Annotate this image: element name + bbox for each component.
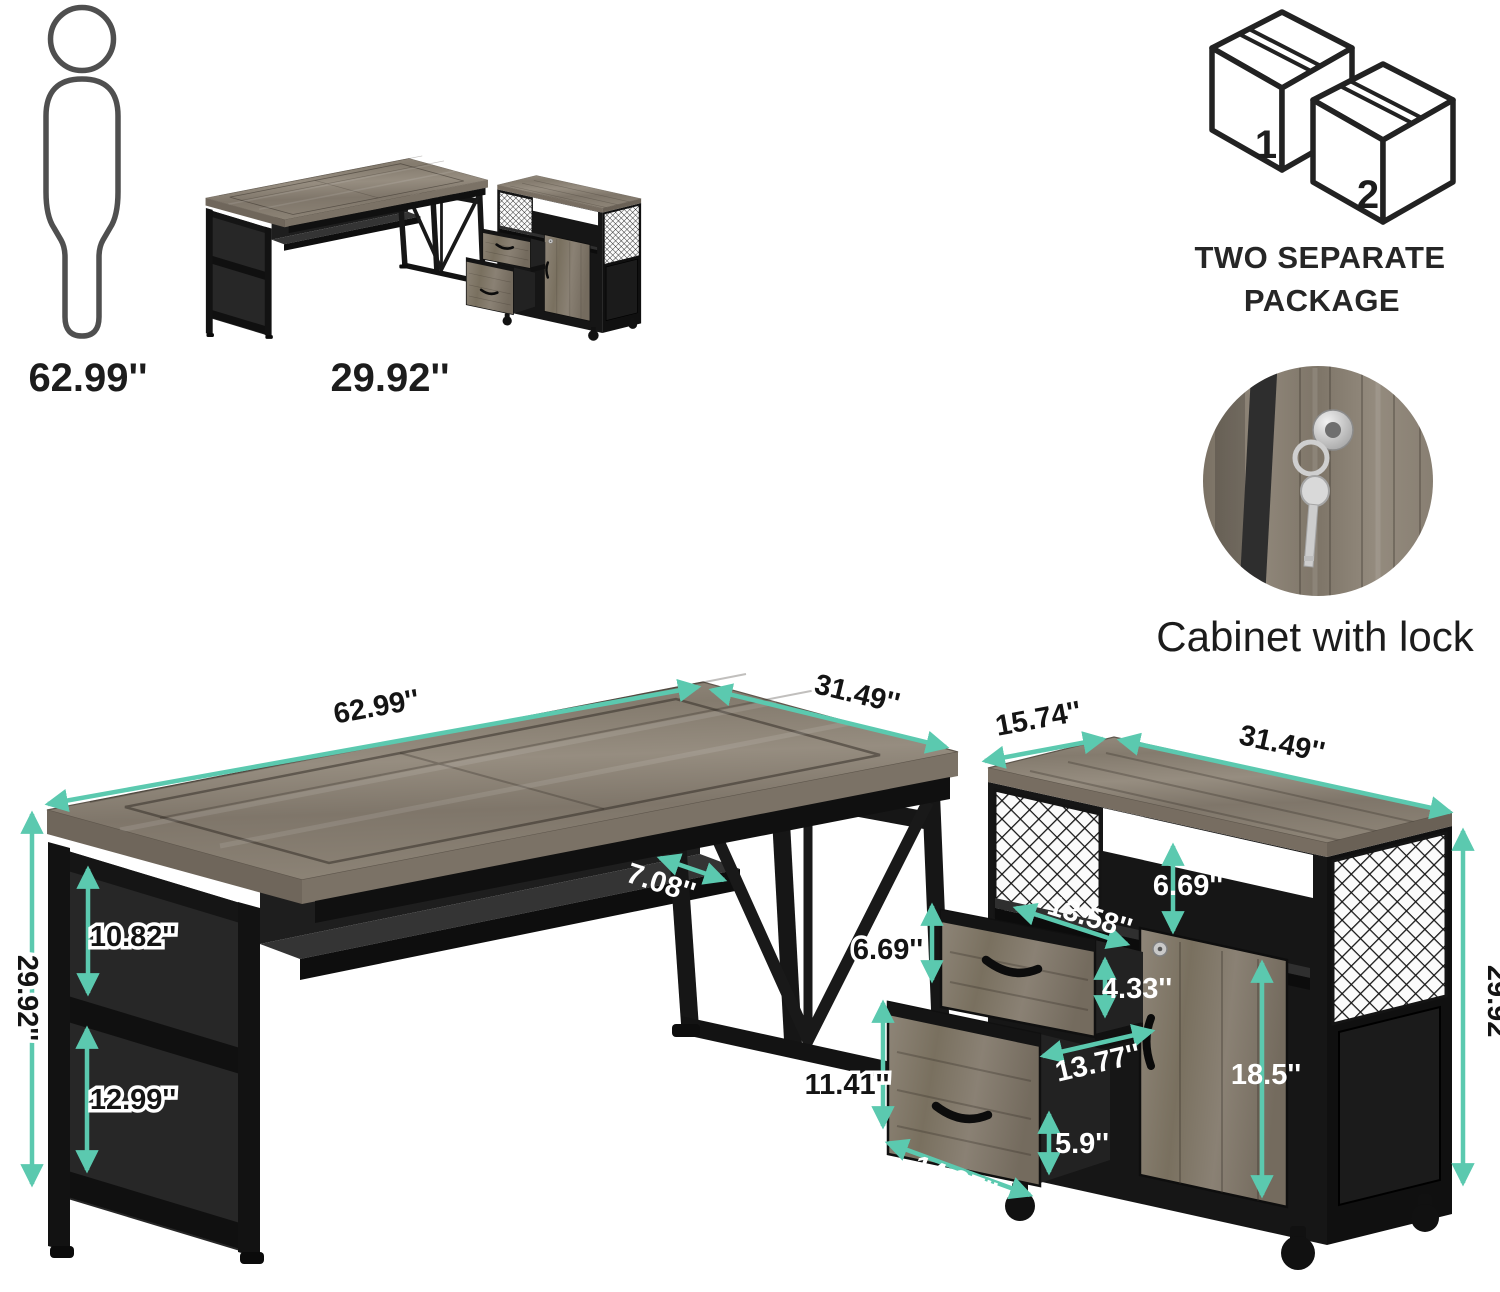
dim-cabinet-door-height: 18.5'' bbox=[1231, 1059, 1301, 1091]
dim-desk-drawer-clearance: 6.69'' bbox=[853, 934, 923, 966]
person-height-icon bbox=[43, 4, 121, 339]
dim-drawer-slide-height: 4.33'' bbox=[1102, 973, 1172, 1005]
dim-shelf-gap-lower: 12.99'' bbox=[90, 1084, 176, 1116]
set-height-label: 29.92'' bbox=[330, 356, 449, 400]
package-1-number: 1 bbox=[1255, 123, 1277, 167]
lock-feature-caption: Cabinet with lock bbox=[1156, 613, 1474, 660]
package-title-line2: PACKAGE bbox=[1244, 283, 1400, 318]
dim-shelf-gap-upper: 10.82'' bbox=[90, 921, 176, 953]
dim-file-drawer-inner-height: 5.9'' bbox=[1055, 1128, 1109, 1160]
two-packages-icon: 1 2 bbox=[1209, 9, 1456, 225]
dim-desk-length: 62.99'' bbox=[331, 684, 422, 731]
dim-desk-height: 29.92'' bbox=[11, 955, 43, 1041]
product-photo bbox=[203, 154, 643, 343]
dim-cabinet-shelf-height: 6.69'' bbox=[1153, 870, 1223, 902]
dim-desk-depth: 31.49'' bbox=[811, 668, 902, 720]
door-edge-strip bbox=[1238, 366, 1278, 596]
package-title-line1: TWO SEPARATE bbox=[1194, 240, 1445, 275]
key-icon bbox=[1292, 409, 1354, 568]
dim-cabinet-top-depth: 15.74'' bbox=[993, 696, 1084, 743]
dim-cabinet-width: 31.49'' bbox=[1236, 719, 1327, 769]
dim-file-drawer-open-height: 11.41'' bbox=[805, 1069, 890, 1101]
dimension-arrows bbox=[20, 679, 1475, 1200]
main-furniture-illustration bbox=[47, 674, 1452, 1270]
person-height-label: 62.99'' bbox=[28, 356, 147, 400]
package-box-2-icon bbox=[1310, 61, 1456, 225]
lock-detail-image bbox=[1203, 366, 1433, 596]
dim-cabinet-height: 29.92'' bbox=[1481, 965, 1500, 1051]
package-2-number: 2 bbox=[1357, 173, 1379, 217]
